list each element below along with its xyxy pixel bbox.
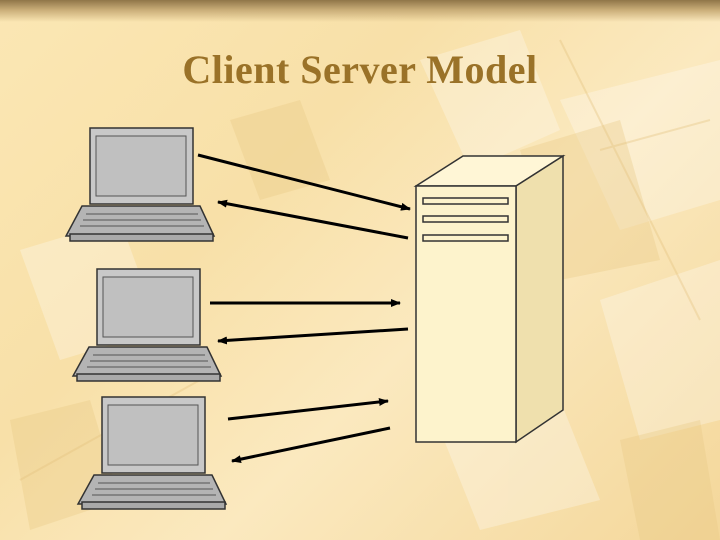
laptop-2-icon [71, 268, 223, 382]
arrow-laptop1-to-server [197, 153, 411, 211]
arrow-server-to-laptop2 [217, 327, 409, 345]
drive-bay-2 [422, 215, 509, 223]
top-shade-band [0, 0, 720, 22]
drive-bay-3 [422, 234, 509, 242]
arrow-server-to-laptop1 [217, 199, 409, 240]
slide-title: Client Server Model [182, 47, 538, 92]
laptop-3-icon [76, 396, 228, 510]
arrow-laptop3-to-server [227, 398, 389, 421]
laptop-1-icon [64, 127, 216, 242]
arrow-server-to-laptop3 [231, 426, 391, 464]
server-tower-icon [413, 154, 566, 444]
drive-bay-1 [422, 197, 509, 205]
